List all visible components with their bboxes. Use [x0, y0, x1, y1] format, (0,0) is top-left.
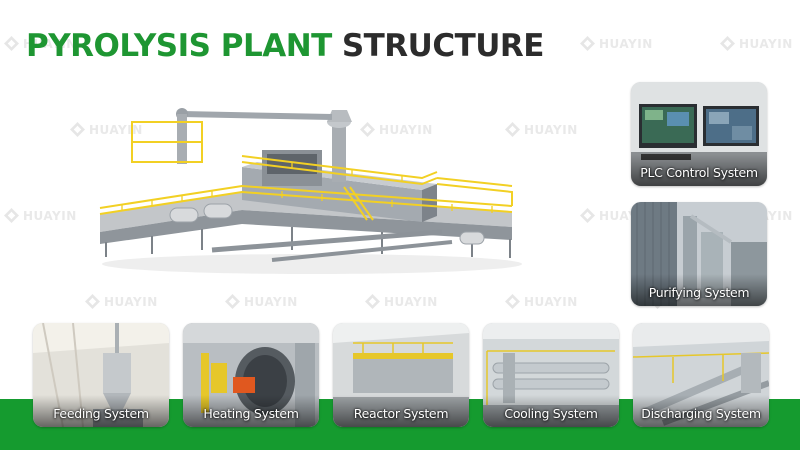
- title-rest: STRUCTURE: [341, 28, 545, 64]
- label-shade: [33, 395, 169, 427]
- huayin-logo-icon: [70, 122, 85, 137]
- huayin-logo-icon: [4, 208, 19, 223]
- system-card-heating[interactable]: Heating System: [183, 323, 319, 427]
- huayin-logo-icon: [720, 36, 735, 51]
- system-card-label: Purifying System: [648, 285, 750, 300]
- huayin-logo-icon: [580, 36, 595, 51]
- huayin-logo-icon: [225, 294, 240, 309]
- watermark: HUAYIN: [225, 294, 298, 309]
- watermark: HUAYIN: [580, 36, 653, 51]
- huayin-logo-icon: [505, 294, 520, 309]
- system-card-purifying[interactable]: Purifying System: [631, 202, 767, 306]
- huayin-logo-icon: [4, 36, 19, 51]
- pyrolysis-plant-render: [99, 108, 522, 274]
- system-card-reactor[interactable]: Reactor System: [333, 323, 469, 427]
- system-card-discharging[interactable]: Discharging System: [633, 323, 769, 427]
- huayin-logo-icon: [85, 294, 100, 309]
- label-shade: [483, 395, 619, 427]
- system-card-label: PLC Control System: [640, 165, 758, 180]
- huayin-logo-icon: [580, 208, 595, 223]
- system-card-cooling[interactable]: Cooling System: [483, 323, 619, 427]
- system-card-feeding[interactable]: Feeding System: [33, 323, 169, 427]
- system-card-label: Feeding System: [53, 406, 149, 421]
- label-shade: [333, 395, 469, 427]
- label-shade: [631, 154, 767, 186]
- system-card-label: Discharging System: [641, 406, 761, 421]
- label-shade: [183, 395, 319, 427]
- cooling-photo: [483, 323, 619, 427]
- watermark: HUAYIN: [85, 294, 158, 309]
- huayin-logo-icon: [365, 294, 380, 309]
- system-card-label: Cooling System: [504, 406, 598, 421]
- system-card-label: Heating System: [203, 406, 299, 421]
- watermark: HUAYIN: [4, 208, 77, 223]
- label-shade: [631, 274, 767, 306]
- watermark: HUAYIN: [365, 294, 438, 309]
- system-card-plc-control[interactable]: PLC Control System: [631, 82, 767, 186]
- watermark: HUAYIN: [505, 294, 578, 309]
- title-highlight: PYROLYSIS PLANT: [26, 28, 332, 64]
- watermark: HUAYIN: [720, 36, 793, 51]
- system-card-label: Reactor System: [353, 406, 449, 421]
- label-shade: [633, 395, 769, 427]
